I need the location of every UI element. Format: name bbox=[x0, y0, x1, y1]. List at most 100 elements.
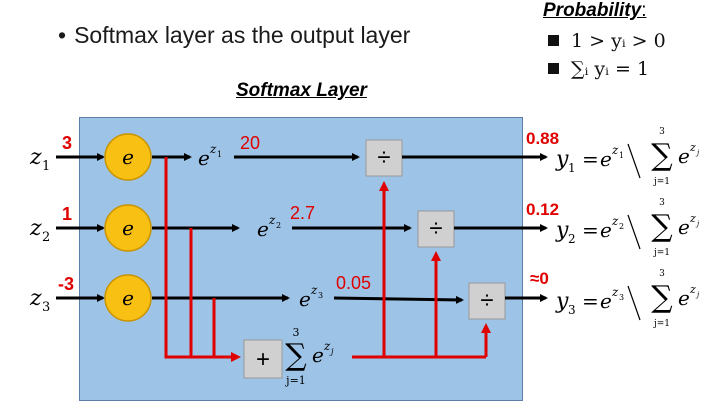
fraction-slash bbox=[627, 143, 641, 179]
exp-label-3: e z 3 bbox=[299, 283, 323, 311]
output-formula-2: y 2 = e z 2 3 ∑ j=1 e z j bbox=[555, 198, 700, 258]
output-formula-1: y 1 = e z 1 3 ∑ j=1 e z j bbox=[555, 127, 700, 187]
exp-label-subsup: 2 bbox=[276, 221, 281, 230]
output-y: y bbox=[555, 289, 569, 314]
output-y-sub: 2 bbox=[568, 232, 576, 246]
probability-item-sum: ∑ᵢ yᵢ = 1 bbox=[548, 58, 649, 80]
sum-term-subsup: j bbox=[329, 347, 334, 356]
output-prob-1: 0.88 bbox=[526, 129, 559, 148]
input-sub-3: 3 bbox=[42, 300, 50, 315]
probability-colon: : bbox=[641, 0, 647, 21]
probability-range-text: 1 > yᵢ > 0 bbox=[571, 30, 666, 52]
red-sum-distribution bbox=[352, 181, 491, 359]
exp-label-base: e bbox=[198, 146, 210, 170]
sum-box: + bbox=[243, 339, 283, 379]
output-y-sub: 3 bbox=[568, 303, 576, 317]
output-sum-sup: z bbox=[689, 283, 696, 296]
output-num-sup: z bbox=[611, 143, 619, 157]
bullet-dot: • bbox=[58, 22, 67, 48]
output-sum-sup: z bbox=[689, 141, 696, 154]
fraction-slash bbox=[627, 214, 641, 250]
output-sum-lower: j=1 bbox=[653, 248, 670, 258]
exp-value-3: 0.05 bbox=[336, 273, 371, 293]
sum-term-sup: z bbox=[323, 339, 331, 353]
exp-node-3: e bbox=[104, 274, 152, 322]
output-sum-sigma: ∑ bbox=[651, 280, 673, 315]
input-sub-1: 1 bbox=[42, 159, 50, 174]
sum-term-base: e bbox=[312, 343, 324, 367]
input-var-z: z bbox=[29, 286, 42, 311]
output-sum-subsup: j bbox=[695, 149, 700, 157]
output-sum-sigma: ∑ bbox=[651, 209, 673, 244]
bullet-heading: • Softmax layer as the output layer bbox=[58, 22, 410, 49]
output-sum-base: e bbox=[678, 215, 690, 239]
exp-node-1: e bbox=[104, 133, 152, 181]
output-formula-3: y 3 = e z 3 3 ∑ j=1 e z j bbox=[555, 269, 700, 329]
output-sum-sup: z bbox=[689, 212, 696, 225]
input-z3: z 3 bbox=[29, 286, 50, 315]
output-num-subsup: 2 bbox=[619, 222, 624, 231]
sum-expression: 3 ∑ j=1 e z j bbox=[284, 326, 334, 387]
input-var-z: z bbox=[29, 145, 42, 170]
exp-value-2: 2.7 bbox=[290, 203, 315, 223]
output-eq: = bbox=[582, 147, 599, 171]
sum-upper-limit: 3 bbox=[293, 326, 300, 339]
square-bullet-icon bbox=[548, 63, 559, 74]
exp-node-label: e bbox=[122, 216, 134, 240]
input-sub-2: 2 bbox=[42, 230, 50, 245]
divide-box-2: ÷ bbox=[417, 210, 455, 248]
output-sum-base: e bbox=[678, 144, 690, 168]
output-num-sup: z bbox=[611, 285, 619, 299]
output-y-sub: 1 bbox=[568, 161, 576, 175]
output-eq: = bbox=[582, 218, 599, 242]
input-z1: z 1 bbox=[29, 145, 50, 174]
divide-icon: ÷ bbox=[429, 215, 442, 242]
output-num-base: e bbox=[600, 289, 612, 313]
output-sum-subsup: j bbox=[695, 220, 700, 228]
divide-icon: ÷ bbox=[480, 287, 493, 314]
output-y: y bbox=[555, 218, 569, 243]
input-value-z1: 3 bbox=[62, 133, 72, 153]
probability-item-range: 1 > yᵢ > 0 bbox=[548, 30, 666, 52]
input-value-z3: -3 bbox=[58, 274, 74, 294]
sum-sigma: ∑ bbox=[285, 338, 307, 373]
output-sum-upper: 3 bbox=[659, 269, 665, 279]
square-bullet-icon bbox=[548, 35, 559, 46]
plus-icon: + bbox=[256, 346, 270, 373]
output-num-subsup: 1 bbox=[619, 151, 624, 160]
exp-label-1: e z 1 bbox=[198, 142, 222, 170]
output-sum-sigma: ∑ bbox=[651, 138, 673, 173]
output-num-sup: z bbox=[611, 214, 619, 228]
output-eq: = bbox=[582, 289, 599, 313]
softmax-layer-panel bbox=[79, 117, 523, 401]
output-sum-upper: 3 bbox=[659, 127, 665, 137]
exp-label-2: e z 2 bbox=[257, 213, 281, 241]
output-sum-lower: j=1 bbox=[653, 177, 670, 187]
exp-label-base: e bbox=[299, 287, 311, 311]
output-y: y bbox=[555, 147, 569, 172]
exp-value-1: 20 bbox=[240, 133, 260, 153]
input-z2: z 2 bbox=[29, 216, 50, 245]
output-sum-upper: 3 bbox=[659, 198, 665, 208]
exp-label-base: e bbox=[257, 217, 269, 241]
bullet-text: Softmax layer as the output layer bbox=[74, 22, 411, 48]
sum-lower-limit: j=1 bbox=[284, 374, 306, 387]
output-sum-subsup: j bbox=[695, 291, 700, 299]
exp-label-subsup: 1 bbox=[217, 150, 222, 159]
output-num-base: e bbox=[600, 218, 612, 242]
output-num-base: e bbox=[600, 147, 612, 171]
exp-label-subsup: 3 bbox=[318, 291, 323, 300]
output-sum-lower: j=1 bbox=[653, 319, 670, 329]
output-prob-2: 0.12 bbox=[526, 200, 559, 219]
input-var-z: z bbox=[29, 216, 42, 241]
softmax-layer-title: Softmax Layer bbox=[236, 80, 367, 101]
divide-box-1: ÷ bbox=[365, 139, 403, 177]
fraction-slash bbox=[627, 285, 641, 321]
probability-title-text: Probability bbox=[543, 0, 642, 21]
divide-box-3: ÷ bbox=[468, 282, 506, 320]
divide-icon: ÷ bbox=[377, 144, 390, 171]
red-branch-lines bbox=[164, 157, 241, 362]
exp-node-label: e bbox=[122, 145, 134, 169]
exp-node-label: e bbox=[122, 286, 134, 310]
